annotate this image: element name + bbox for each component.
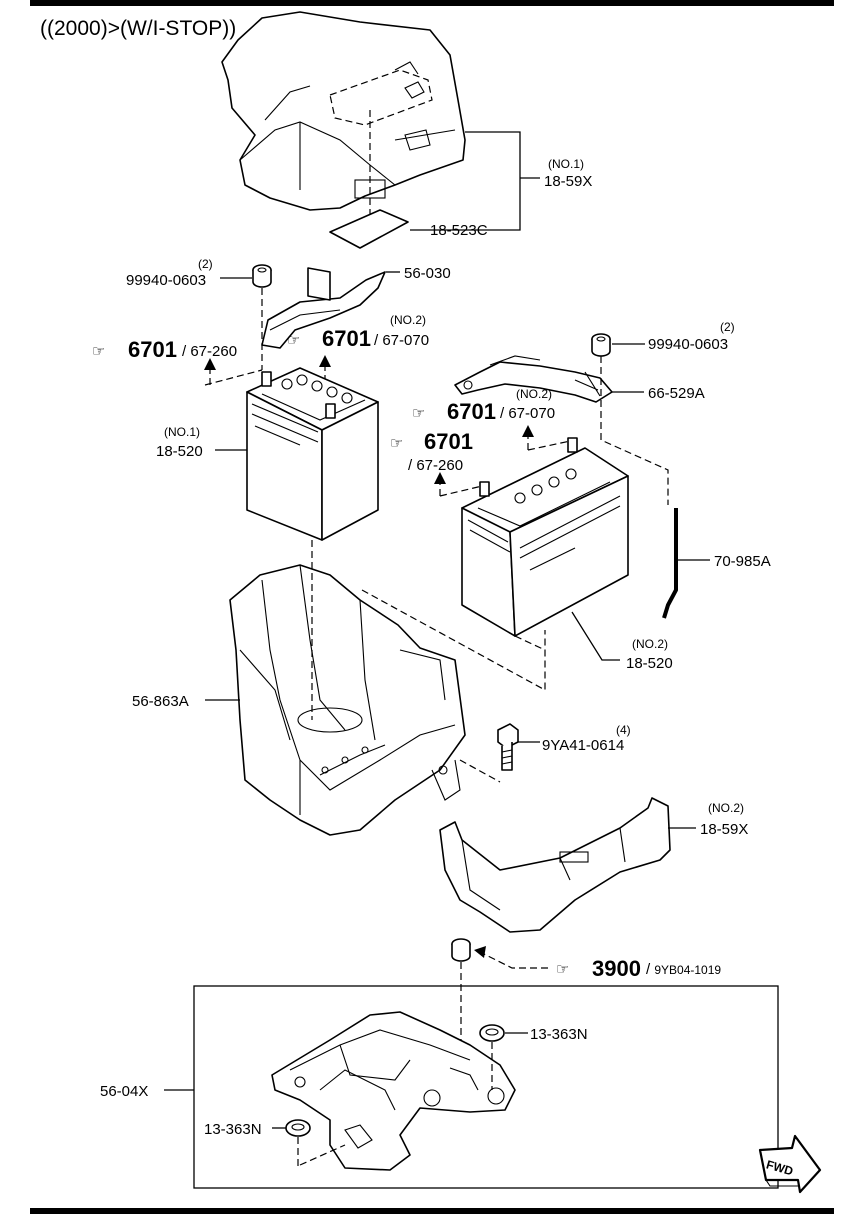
ref2-no-label: (NO.2) bbox=[390, 313, 426, 327]
nut-right-part-label: 99940-0603 bbox=[648, 336, 728, 353]
fwd-arrow-icon: FWD bbox=[758, 1134, 822, 1194]
hold-down-bar-right[interactable] bbox=[454, 355, 613, 403]
grommet-top-part-label: 13-363N bbox=[530, 1026, 588, 1043]
ref3-no-label: (NO.2) bbox=[516, 387, 552, 401]
nut-bottom[interactable] bbox=[451, 938, 471, 962]
breather-hose[interactable] bbox=[662, 508, 678, 619]
ref4-num-label: 6701 bbox=[424, 429, 473, 454]
bolt-dash bbox=[459, 759, 501, 783]
battery-tray[interactable] bbox=[229, 564, 466, 836]
nut-right-qty-label: (2) bbox=[720, 320, 735, 334]
nut-left[interactable] bbox=[252, 264, 272, 288]
ref4-icon: ☞ bbox=[390, 435, 403, 452]
bar1-part-label: 56-030 bbox=[404, 265, 451, 282]
ref1-num-label: 6701 bbox=[128, 337, 177, 362]
arrow-right-up-head bbox=[522, 425, 534, 437]
arrow-center-up-head bbox=[319, 355, 331, 367]
battery-no2[interactable] bbox=[461, 437, 629, 637]
ref5-icon: ☞ bbox=[556, 961, 569, 978]
ref1-part-label: / 67-260 bbox=[182, 343, 237, 360]
ref4-part-label: / 67-260 bbox=[408, 457, 463, 474]
cover2-no-label: (NO.2) bbox=[708, 801, 744, 815]
cover-bracket-leader bbox=[410, 131, 540, 231]
ref5-part-label: / 9YB04-1019 bbox=[646, 961, 721, 978]
ref3-icon: ☞ bbox=[412, 405, 425, 422]
nut-right[interactable] bbox=[591, 333, 611, 357]
batt1-no-label: (NO.1) bbox=[164, 425, 200, 439]
batt1-part-label: 18-520 bbox=[156, 443, 203, 460]
ref5-num-label: 3900 bbox=[592, 956, 641, 981]
ref3-part-label: / 67-070 bbox=[500, 405, 555, 422]
cover-label-part-label: 18-523C bbox=[430, 222, 488, 239]
nut-left-part-label: 99940-0603 bbox=[126, 272, 206, 289]
bracket-part-label: 56-04X bbox=[100, 1083, 148, 1100]
nut-left-qty-label: (2) bbox=[198, 257, 213, 271]
bolt-qty-label: (4) bbox=[616, 723, 631, 737]
hose-part-label: 70-985A bbox=[714, 553, 771, 570]
bolt-part-label: 9YA41-0614 bbox=[542, 737, 624, 754]
grommet-top[interactable] bbox=[479, 1024, 505, 1042]
cover-no-label: (NO.1) bbox=[548, 157, 584, 171]
arrow-right2-up-head bbox=[434, 472, 446, 484]
hold-down-bar-left[interactable] bbox=[261, 267, 386, 349]
arrow-left-up-head bbox=[204, 358, 216, 370]
grommet-bottom-dash bbox=[297, 1137, 346, 1168]
bracket[interactable] bbox=[271, 1011, 516, 1171]
bar2-part-label: 66-529A bbox=[648, 385, 705, 402]
batt2-no-label: (NO.2) bbox=[632, 637, 668, 651]
top-border bbox=[30, 0, 834, 6]
batt2-part-label: 18-520 bbox=[626, 655, 673, 672]
batt2-leader bbox=[571, 611, 620, 661]
battery-no1[interactable] bbox=[246, 367, 379, 541]
tray-dash-2 bbox=[361, 589, 546, 692]
battery-cover-no1[interactable] bbox=[221, 11, 466, 211]
bolt[interactable] bbox=[497, 723, 519, 771]
nut-bottom-arrow-line bbox=[479, 951, 548, 969]
cover-part-label: 18-59X bbox=[544, 173, 592, 190]
cover2-part-label: 18-59X bbox=[700, 821, 748, 838]
bottom-border bbox=[30, 1208, 834, 1214]
tray-part-label: 56-863A bbox=[132, 693, 189, 710]
arrow-right2-up bbox=[439, 482, 483, 497]
grommet-bottom-part-label: 13-363N bbox=[204, 1121, 262, 1138]
diagram-title: ((2000)>(W/I-STOP)) bbox=[40, 17, 236, 40]
ref2-num-label: 6701 bbox=[322, 326, 371, 351]
cover-label-sticker[interactable] bbox=[329, 209, 409, 249]
grommet-bottom[interactable] bbox=[285, 1119, 311, 1137]
ref2-part-label: / 67-070 bbox=[374, 332, 429, 349]
bracket-box bbox=[193, 985, 779, 1189]
batt2-top-dash bbox=[527, 439, 576, 451]
nut-bottom-arrow-head bbox=[474, 946, 486, 958]
nut-left-dash bbox=[204, 288, 263, 386]
ref1-icon: ☞ bbox=[92, 343, 105, 360]
ref2-icon: ☞ bbox=[287, 332, 300, 349]
battery-cover-no2[interactable] bbox=[439, 797, 671, 933]
ref3-num-label: 6701 bbox=[447, 399, 496, 424]
